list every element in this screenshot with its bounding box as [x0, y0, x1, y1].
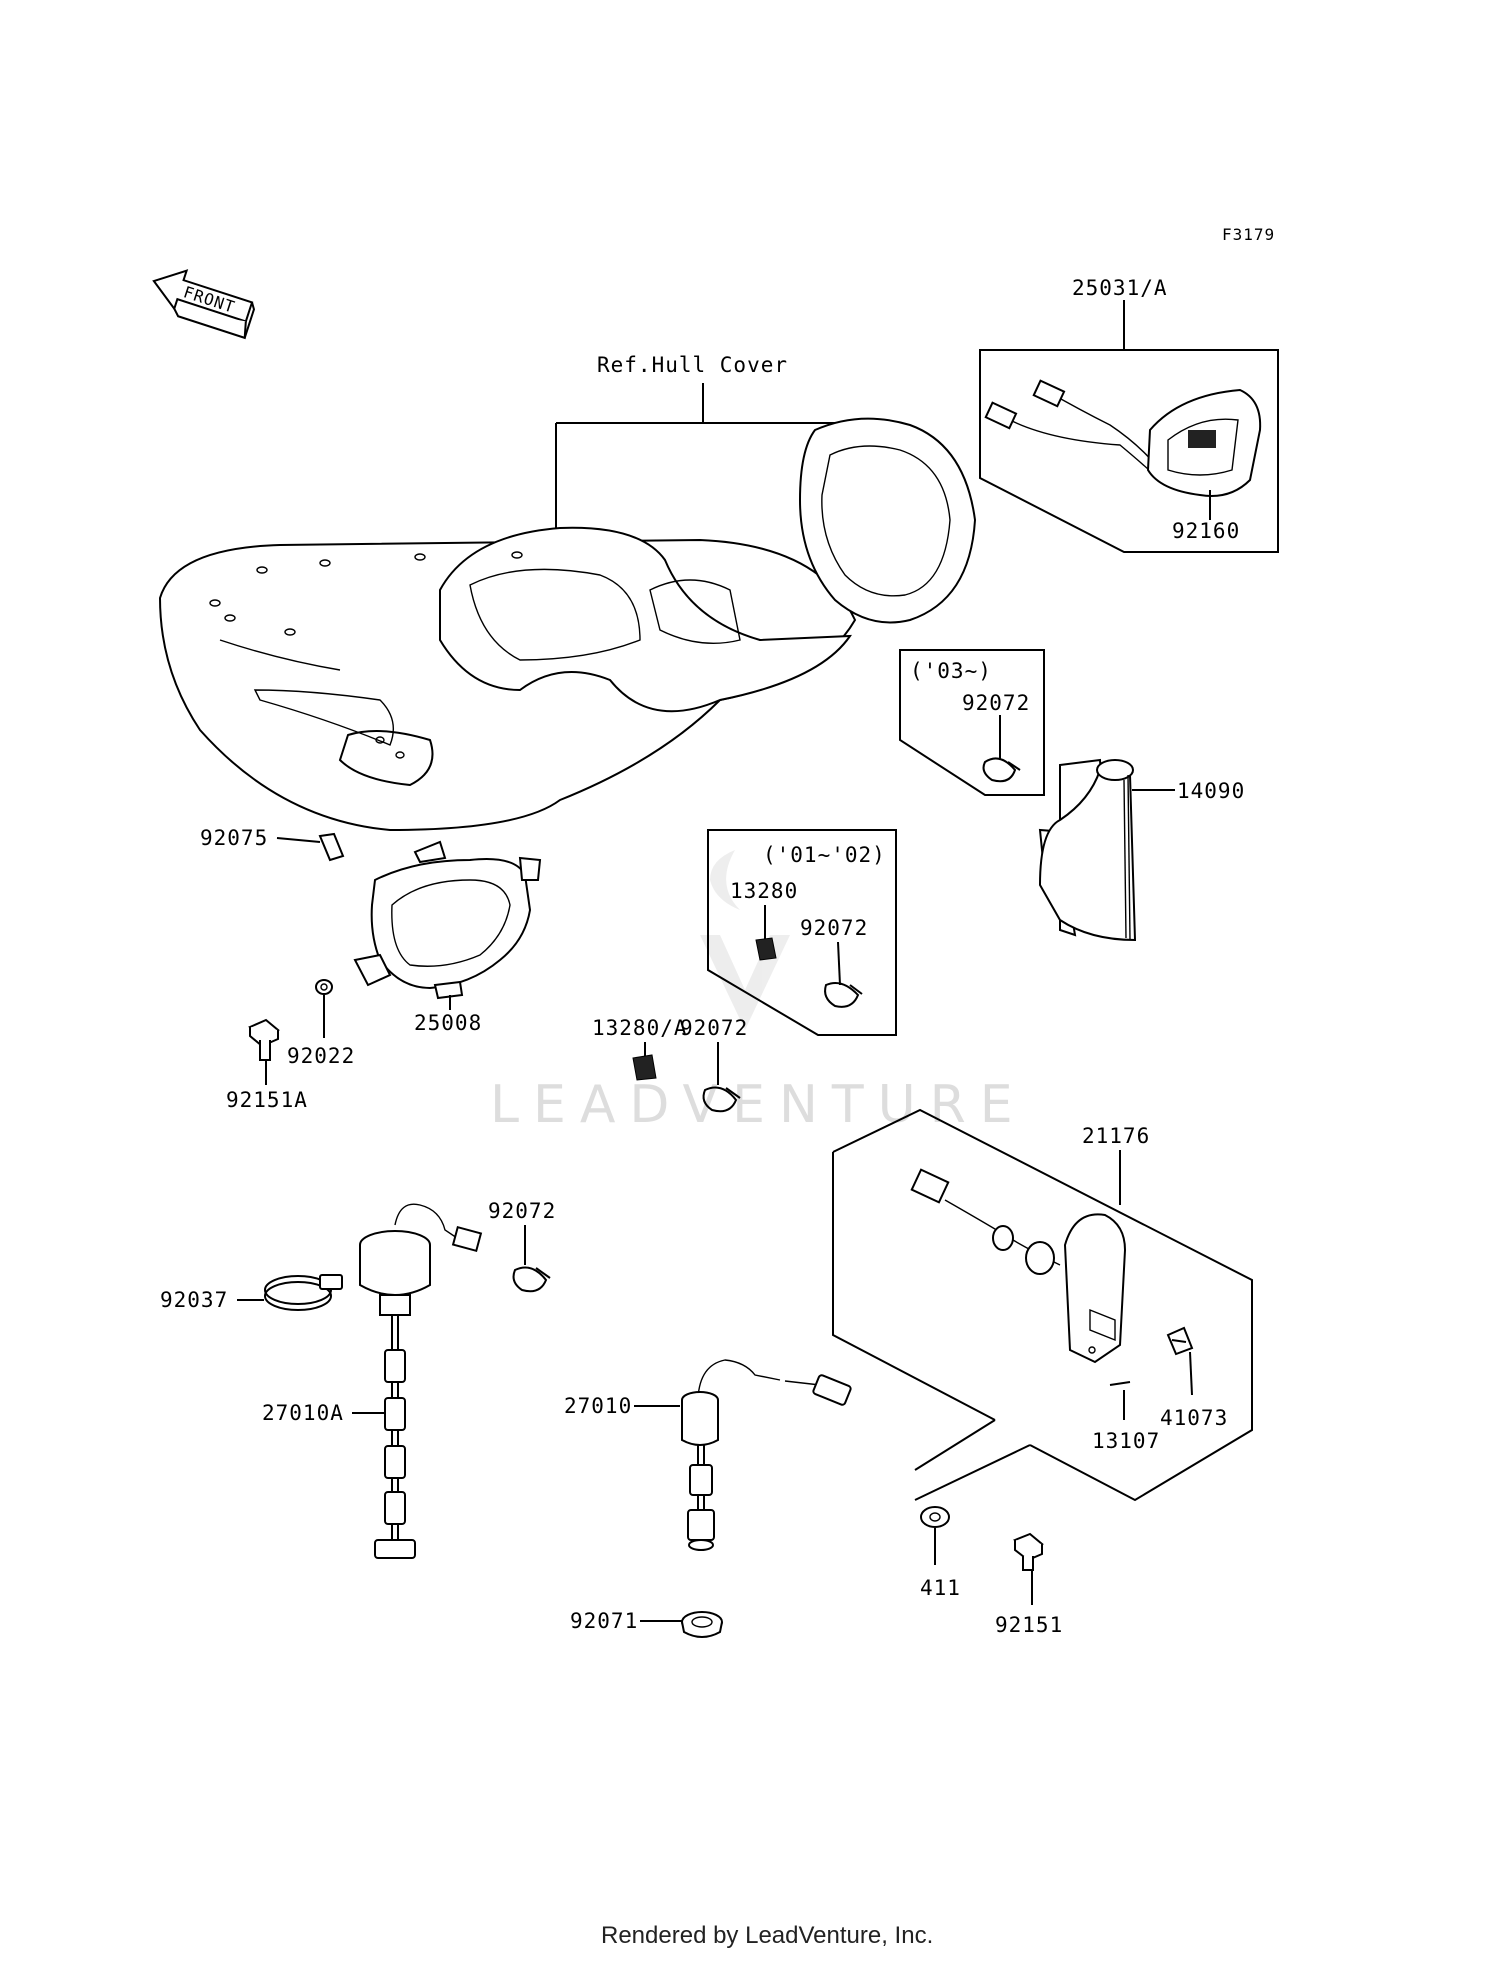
band-clip-low-part [512, 1266, 551, 1293]
part-label-92037: 92037 [160, 1288, 228, 1312]
part-label-92151: 92151 [995, 1613, 1063, 1637]
ref-hull-cover-bracket [555, 383, 851, 528]
switch-assembly-part [910, 1168, 1127, 1364]
bolt-92151a-part [248, 1018, 280, 1061]
part-label-13280: 13280 [730, 879, 798, 903]
group-label-year-03: ('03~) [910, 659, 992, 683]
part-label-92071: 92071 [570, 1609, 638, 1633]
watermark-logo [700, 850, 790, 1030]
part-label-92072-low: 92072 [488, 1199, 556, 1223]
hull-cover-part [158, 526, 857, 832]
figure-code: F3179 [1222, 225, 1275, 244]
box-year-03 [899, 649, 1045, 796]
part-label-92072-01-02: 92072 [800, 916, 868, 940]
clamp-92037-part [264, 1274, 343, 1311]
hull-cover-gasket-part [798, 417, 977, 624]
part-label-92072-03: 92072 [962, 691, 1030, 715]
group-label-year-01-02: ('01~'02) [763, 843, 886, 867]
part-label-13107: 13107 [1092, 1429, 1160, 1453]
part-label-92160: 92160 [1172, 519, 1240, 543]
box-21176 [832, 1108, 1253, 1502]
band-clip-loose-part [702, 1086, 741, 1113]
sensor-27010-part [681, 1359, 852, 1551]
pin-13107-part [1109, 1381, 1131, 1386]
part-label-92022: 92022 [287, 1044, 355, 1068]
part-label-27010a: 27010A [262, 1401, 344, 1425]
part-label-41073: 41073 [1160, 1406, 1228, 1430]
sensor-27010a-part [359, 1203, 483, 1559]
box-year-01-02 [707, 829, 897, 1036]
leader-92075 [276, 837, 321, 843]
washer-411-part [920, 1506, 950, 1528]
pad-92075-part [318, 832, 345, 862]
part-label-25008: 25008 [414, 1011, 482, 1035]
band-clip-part [982, 757, 1021, 783]
clip-41073-part [1166, 1326, 1194, 1356]
pad-13280-part [755, 937, 777, 961]
cover-14090-part [1038, 758, 1137, 942]
leader-41073 [1189, 1351, 1193, 1396]
band-clip-01-02-part [824, 982, 863, 1008]
bracket-25008-part [353, 840, 542, 1000]
watermark-text: LEADVENTURE [490, 1075, 1027, 1135]
grommet-92071-part [681, 1611, 723, 1638]
part-label-27010: 27010 [564, 1394, 632, 1418]
front-arrow-icon: FRONT [152, 269, 256, 340]
part-label-21176: 21176 [1082, 1124, 1150, 1148]
meter-assembly-part [984, 379, 1262, 497]
footer-credit: Rendered by LeadVenture, Inc. [601, 1922, 933, 1949]
part-label-92075: 92075 [200, 826, 268, 850]
part-label-92072-loose: 92072 [680, 1016, 748, 1040]
part-label-25031-a: 25031/A [1072, 276, 1168, 300]
part-label-13280-a: 13280/A [592, 1016, 688, 1040]
part-label-411: 411 [920, 1576, 961, 1600]
leader-92072-01-02 [837, 941, 841, 986]
box-21176-lower [914, 1419, 1031, 1501]
pad-13280-a-part [632, 1054, 657, 1081]
box-25031-a [979, 349, 1279, 553]
part-label-14090: 14090 [1177, 779, 1245, 803]
part-label-92151a: 92151A [226, 1088, 308, 1112]
bolt-92151-part [1012, 1532, 1044, 1571]
washer-92022-part [315, 979, 333, 995]
ref-hull-cover-label: Ref.Hull Cover [597, 353, 788, 377]
